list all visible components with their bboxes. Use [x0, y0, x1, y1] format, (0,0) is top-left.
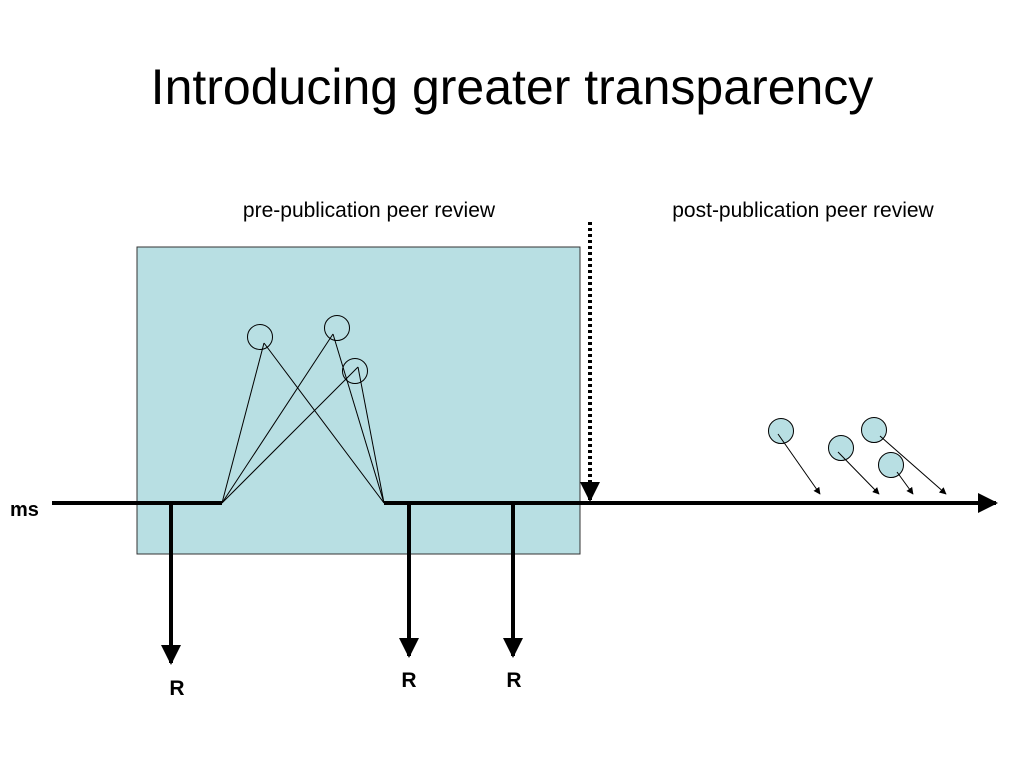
timeline-label: ms: [10, 499, 39, 521]
filled-circle-icon: [828, 435, 854, 461]
outcome-label: R: [169, 677, 184, 700]
filled-circle-icon: [878, 452, 904, 478]
post-publication-label: post-publication peer review: [672, 199, 934, 222]
reviewer-icon: [342, 358, 368, 384]
pre-publication-label: pre-publication peer review: [243, 199, 496, 222]
outcome-label: R: [401, 669, 416, 692]
reviewer-icon: [247, 324, 273, 350]
filled-circle-icon: [768, 418, 794, 444]
comment-arrows: [777, 433, 947, 495]
review-lines: [221, 333, 385, 504]
reviewer-icon: [324, 315, 350, 341]
outcome-label: R: [506, 669, 521, 692]
slide-title: Introducing greater transparency: [150, 59, 874, 115]
